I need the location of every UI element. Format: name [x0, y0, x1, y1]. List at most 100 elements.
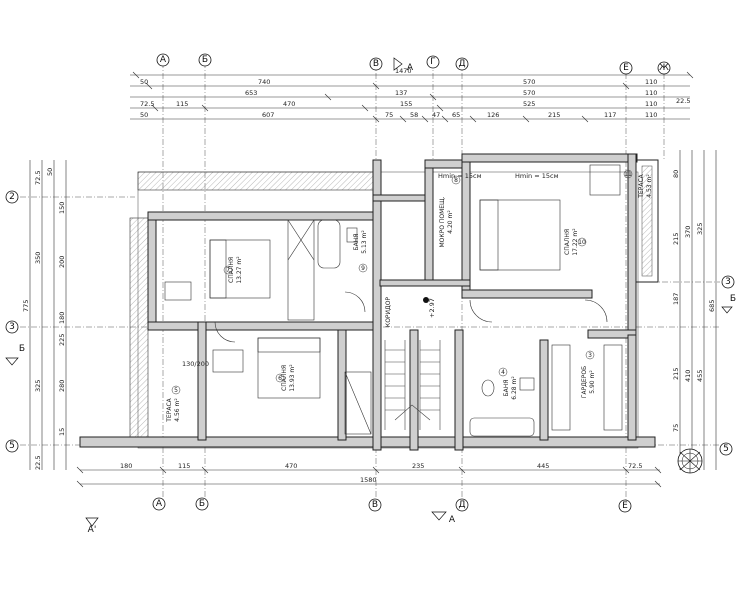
- dim: 410: [684, 370, 692, 382]
- dim: 570: [523, 78, 535, 86]
- dim: 47: [432, 111, 440, 119]
- north-arrow-icon: [677, 448, 703, 474]
- room-name: СПАЛНЯ: [564, 229, 571, 255]
- dim: 80: [672, 170, 680, 178]
- room-area: 13.93 m²: [289, 364, 296, 392]
- room-name: ГАРДЕРОБ: [581, 366, 588, 398]
- dim: 115: [178, 462, 190, 470]
- room-id: 6: [278, 375, 282, 382]
- room-name: БАНЯ: [353, 234, 360, 251]
- axis-label: Е: [623, 63, 629, 73]
- axis-label: Е: [622, 501, 628, 511]
- dim-top-total: 1470: [395, 67, 412, 75]
- dim: 235: [412, 462, 424, 470]
- dim: 110: [645, 78, 657, 86]
- room-id: 7: [226, 267, 230, 274]
- dim: 50: [46, 168, 54, 176]
- dim: 200: [58, 256, 66, 268]
- note-hmin: Hmin = 15см: [515, 172, 559, 180]
- right-dimensions: 80 370 325 215 187 410 215 455 75 685: [672, 150, 717, 470]
- dim: 280: [58, 380, 66, 392]
- room-id: 5: [174, 387, 178, 394]
- dim: 215: [672, 368, 680, 380]
- axis-label: Г: [430, 57, 436, 67]
- bottom-axis-markers: А Б В Д Е А А': [85, 497, 632, 535]
- room-area: 5.13 m²: [361, 230, 368, 254]
- axis-label: А: [160, 55, 167, 65]
- dim: 72.5: [34, 171, 42, 185]
- room-area: 6.28 m²: [511, 376, 518, 400]
- dim-right-total: 685: [708, 300, 716, 312]
- room-area: 4.20 m²: [447, 210, 454, 234]
- left-dimensions: 775 72.5 50 150 200 350 180 225 280 15 3…: [22, 160, 67, 470]
- dim: 15: [58, 428, 66, 436]
- room-id: 11: [624, 171, 632, 178]
- dim: 740: [258, 78, 270, 86]
- walls: [79, 153, 659, 451]
- dim-bottom-total: 1580: [360, 476, 377, 484]
- dim: 570: [523, 89, 535, 97]
- section-mark-label: Б: [730, 294, 736, 304]
- right-axis-markers: 3 5 Б: [719, 275, 736, 456]
- dim: 370: [684, 226, 692, 238]
- dim: 72.5: [628, 462, 642, 470]
- room-id: 9: [361, 265, 365, 272]
- room-id: 10: [578, 239, 586, 246]
- room-id: 3: [588, 352, 592, 359]
- room-area: 4.53 m²: [646, 174, 653, 198]
- axis-label: Ж: [659, 63, 669, 73]
- dim: 110: [645, 111, 657, 119]
- dim: 115: [176, 100, 188, 108]
- section-mark-label: А: [449, 515, 456, 525]
- dim: 215: [548, 111, 560, 119]
- dim: 58: [410, 111, 418, 119]
- note-level: +2.97: [428, 298, 436, 318]
- dim: 350: [34, 252, 42, 264]
- room-area: 5.90 m²: [589, 370, 596, 394]
- dim: 75: [672, 424, 680, 432]
- dim: 50: [140, 111, 148, 119]
- dim: 180: [120, 462, 132, 470]
- dim: 150: [58, 202, 66, 214]
- room-id: 4: [501, 369, 505, 376]
- room-area: 13.27 m²: [236, 256, 243, 284]
- axis-label: А: [156, 499, 163, 509]
- dim: 215: [672, 233, 680, 245]
- dim: 110: [645, 100, 657, 108]
- notes: Hmin = 15см Hmin = 15см +2.97 130/200: [182, 172, 559, 368]
- section-mark-label: А': [88, 525, 97, 535]
- note-window: 130/200: [182, 360, 209, 368]
- dim: 445: [537, 462, 549, 470]
- bottom-dimensions: 180 115 470 235 445 72.5 1580: [76, 462, 662, 488]
- room-name: СПАЛНЯ: [228, 257, 235, 283]
- dim: 325: [34, 380, 42, 392]
- note-hmin: Hmin = 15см: [438, 172, 482, 180]
- top-dimensions: 1470 50 740 570 110 653 137 570 110 72.5…: [130, 67, 694, 123]
- section-mark-label: А: [407, 63, 414, 73]
- room-name: КОРИДОР: [385, 297, 392, 327]
- section-mark-label: Б: [19, 344, 25, 354]
- dim: 470: [283, 100, 295, 108]
- axis-label: В: [372, 500, 378, 510]
- dim: 525: [523, 100, 535, 108]
- dim-left-total: 775: [22, 300, 30, 312]
- axis-label: 5: [723, 444, 729, 454]
- dim: 22.5: [34, 456, 42, 470]
- dim: 117: [604, 111, 616, 119]
- axis-label: 3: [725, 277, 731, 287]
- dim: 72.5: [140, 100, 154, 108]
- axis-label: Д: [458, 500, 465, 510]
- dim: 607: [262, 111, 274, 119]
- dim: 225: [58, 334, 66, 346]
- room-name: ТЕРАСА: [166, 397, 173, 422]
- axis-label: В: [373, 59, 379, 69]
- room-name: МОКРО ПОМЕЩ.: [439, 196, 446, 247]
- dim: 325: [696, 223, 704, 235]
- room-labels: СПАЛНЯ 13.27 m² 7 МОКРО ПОМЕЩ. 4.20 m² 8…: [166, 169, 653, 423]
- fixtures: [164, 164, 623, 437]
- axis-label: Д: [458, 59, 465, 69]
- dim: 65: [452, 111, 460, 119]
- dim: 75: [385, 111, 393, 119]
- dim: 110: [645, 89, 657, 97]
- dim: 653: [245, 89, 257, 97]
